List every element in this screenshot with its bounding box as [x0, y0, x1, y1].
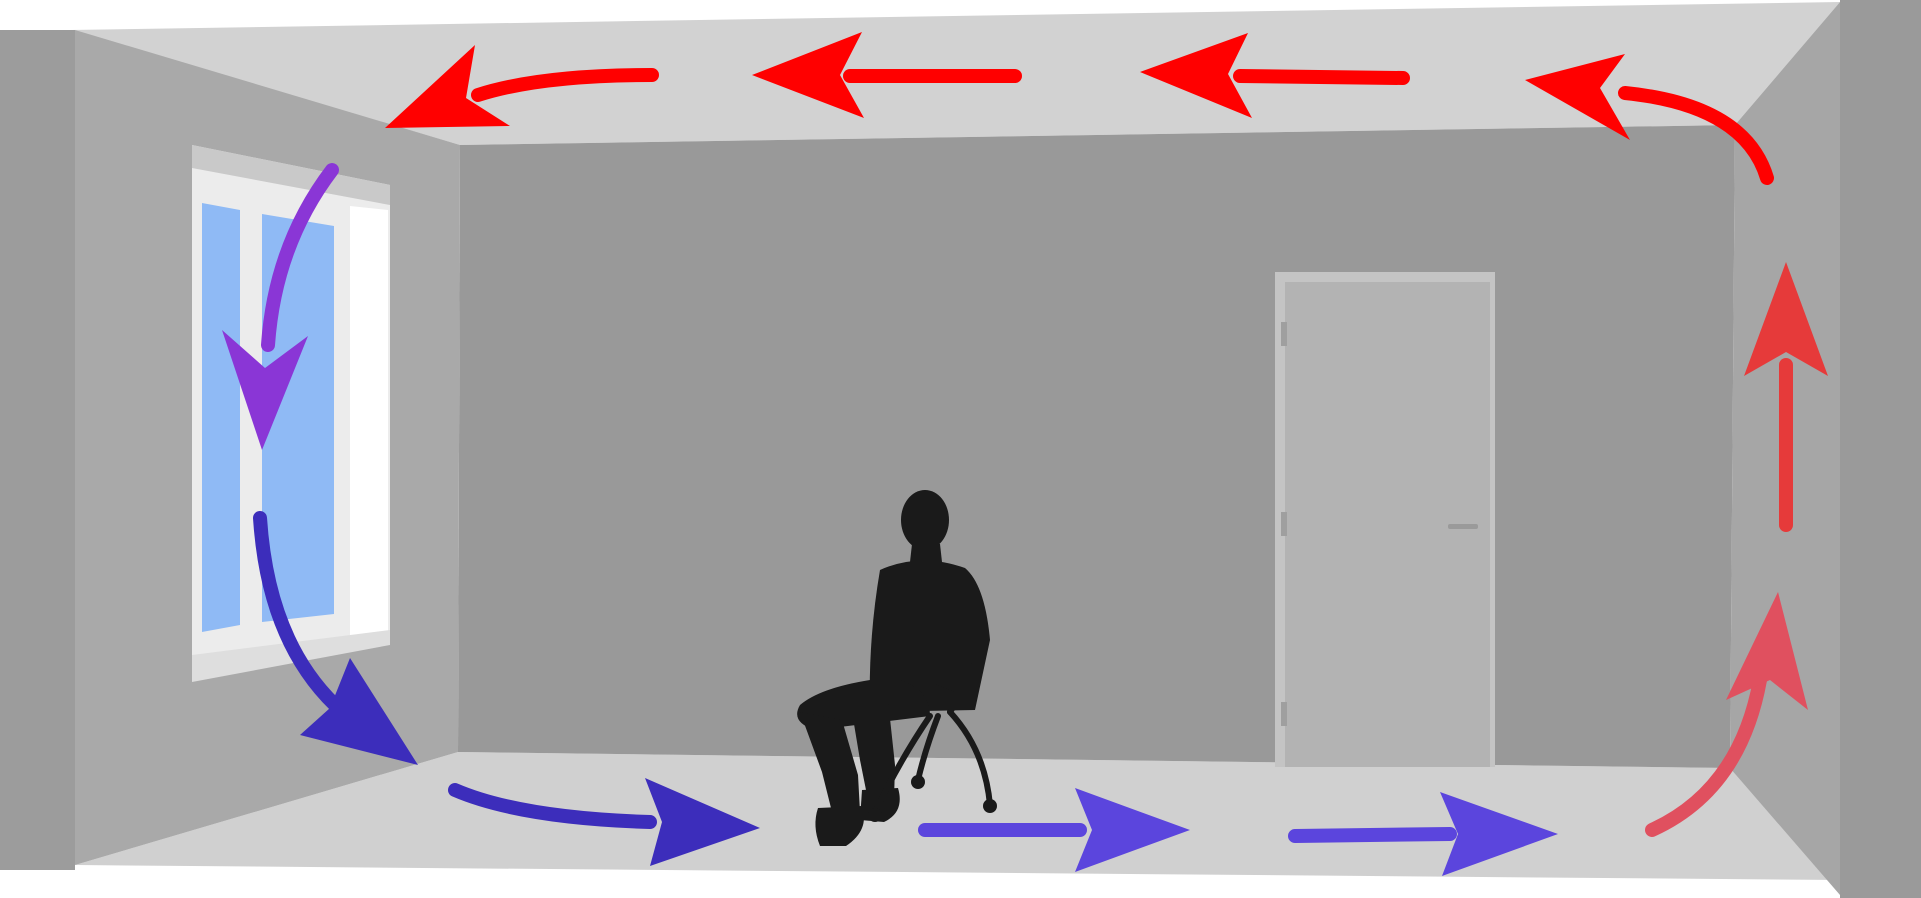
door-hinge-bottom	[1281, 702, 1287, 726]
door-handle	[1448, 524, 1478, 529]
person-head	[901, 490, 949, 550]
door-hinge-middle	[1281, 512, 1287, 536]
chair-wheel-1	[983, 799, 997, 813]
chair-wheel-3	[868, 808, 882, 822]
door	[1275, 272, 1495, 767]
back-wall	[458, 125, 1735, 768]
window-pane-left	[202, 203, 240, 632]
door-hinge-top	[1281, 322, 1287, 346]
chair-wheel-2	[911, 775, 925, 789]
right-wall-edge	[1840, 0, 1921, 898]
window-opening	[350, 206, 388, 644]
left-wall-edge	[0, 30, 75, 870]
person-neck	[910, 544, 942, 562]
